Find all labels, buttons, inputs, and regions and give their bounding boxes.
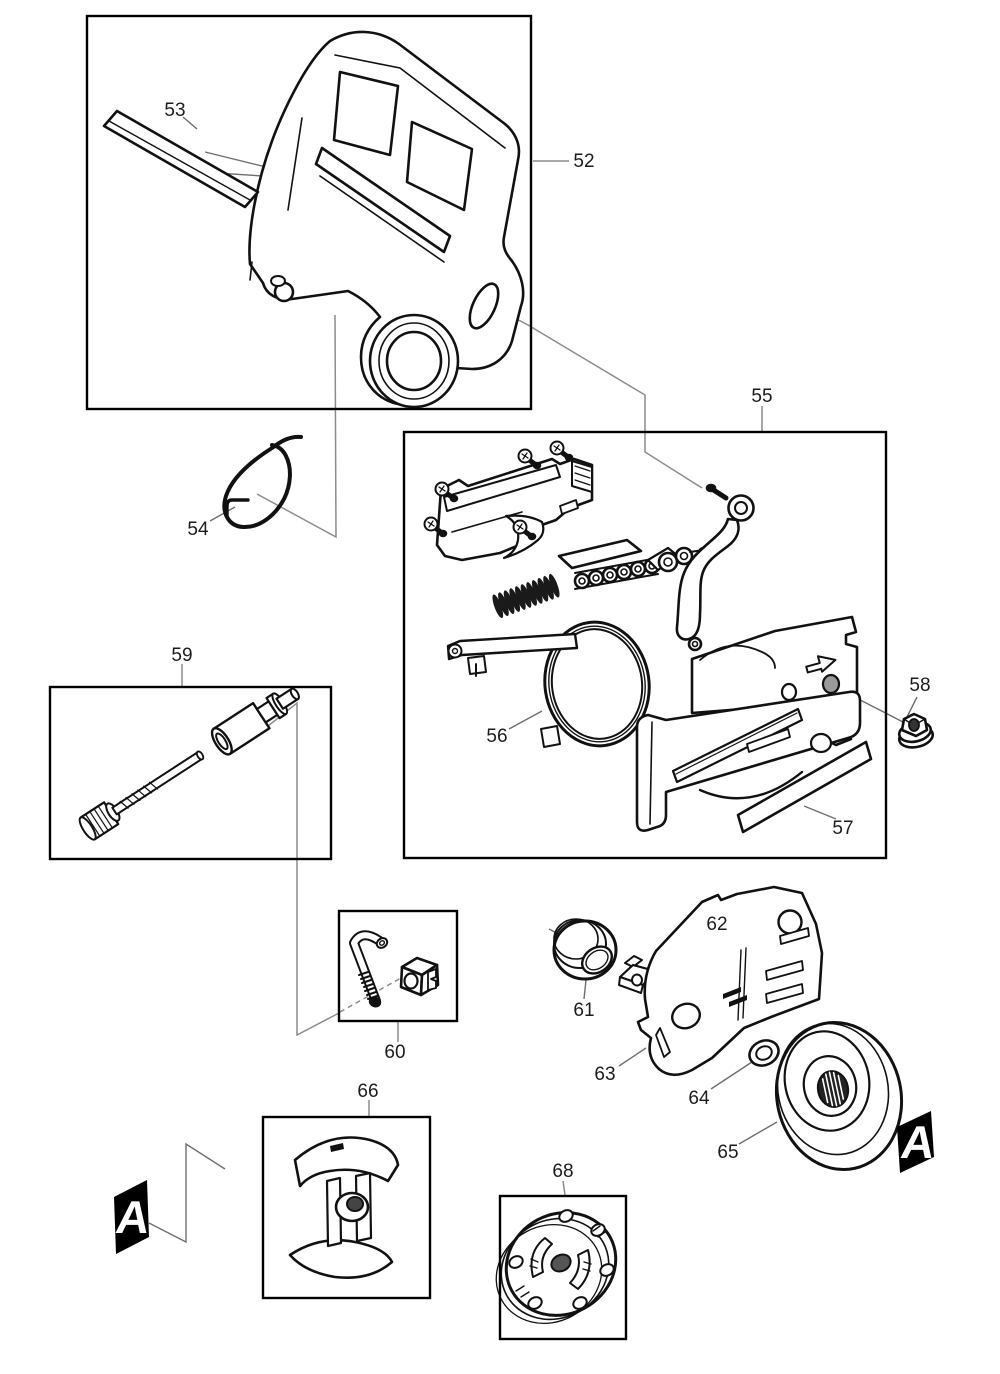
part-adjust-chain <box>573 546 708 590</box>
box-52 <box>85 14 533 411</box>
leader-label-53 <box>182 116 198 130</box>
part-68-clutch <box>495 1209 618 1325</box>
part-label-63: 63 <box>594 1064 615 1085</box>
part-label-62: 62 <box>706 914 727 935</box>
part-57-label-plate <box>736 740 873 834</box>
part-label-57: 57 <box>832 818 853 839</box>
box-68 <box>498 1194 628 1341</box>
leader-label-64 <box>710 1061 753 1090</box>
leader-label-58 <box>906 696 918 718</box>
part-56-brake-band <box>446 620 651 748</box>
part-brake-bracket <box>435 457 594 562</box>
part-brake-spring <box>492 573 560 619</box>
part-label-53: 53 <box>164 100 185 121</box>
leader-label-61 <box>583 979 587 1000</box>
marker-a-left: A <box>113 1191 153 1243</box>
part-shim-strip <box>557 538 643 570</box>
part-63-guide-plate <box>636 885 824 1077</box>
marker-a-right: A <box>898 1116 938 1168</box>
marker-a-left-bg <box>114 1180 149 1254</box>
guard-window-left <box>332 70 400 157</box>
leader-59-to-60 <box>262 701 340 1037</box>
part-61-worm-spring <box>552 918 618 981</box>
leader-label-68 <box>562 1180 566 1196</box>
part-59-tensioner <box>78 687 300 841</box>
guard-slot <box>314 146 452 254</box>
part-64-washer <box>748 1039 780 1067</box>
box-66 <box>261 1115 432 1300</box>
guard-ring-hole <box>385 330 443 392</box>
leader-label-56 <box>508 710 543 730</box>
part-label-55: 55 <box>751 386 772 407</box>
leader-54-connector <box>256 314 337 539</box>
part-label-58: 58 <box>909 675 930 696</box>
part-60-square-nut <box>399 956 440 997</box>
part-label-66: 66 <box>357 1081 378 1102</box>
part-58-flange-nut <box>897 712 935 749</box>
part-labels: 53 52 54 55 56 57 58 59 60 61 62 63 64 6… <box>164 100 930 1182</box>
part-60-hook-bolt <box>349 930 389 1008</box>
part-label-60: 60 <box>384 1042 405 1063</box>
part-54-wire-loop <box>222 434 303 530</box>
part-label-61: 61 <box>573 1000 594 1021</box>
leader-marker-a-left <box>148 1142 226 1244</box>
group-boxes <box>48 14 888 1341</box>
part-label-54: 54 <box>187 519 209 540</box>
part-66-clutch-holder <box>288 1136 400 1279</box>
box-60 <box>337 909 459 1023</box>
part-brake-lever <box>675 483 755 652</box>
leader-label-57 <box>803 805 837 820</box>
part-62-clip <box>618 955 657 994</box>
leader-label-63 <box>618 1047 647 1067</box>
leader-label-65 <box>738 1121 778 1145</box>
guard-boss-slot <box>468 282 500 330</box>
leader-label-54 <box>209 506 236 522</box>
part-53-strip <box>102 109 260 209</box>
part-label-65: 65 <box>717 1142 738 1163</box>
cover-nut-hole <box>821 673 841 695</box>
marker-a-right-bg <box>897 1111 934 1173</box>
part-52-hand-guard <box>248 30 525 409</box>
box-55 <box>402 430 888 860</box>
part-65-clutch-drum <box>774 1020 904 1172</box>
part-cover-front <box>635 690 862 832</box>
guard-window-right <box>405 120 474 212</box>
part-label-56: 56 <box>486 726 507 747</box>
reference-markers: A A <box>113 1111 938 1254</box>
bracket-screws <box>423 440 574 541</box>
part-label-64: 64 <box>688 1088 710 1109</box>
leader-60-dashed <box>339 977 402 1013</box>
part-label-52: 52 <box>573 151 594 172</box>
part-label-59: 59 <box>171 645 192 666</box>
box-59 <box>48 685 333 861</box>
part-label-68: 68 <box>552 1161 573 1182</box>
